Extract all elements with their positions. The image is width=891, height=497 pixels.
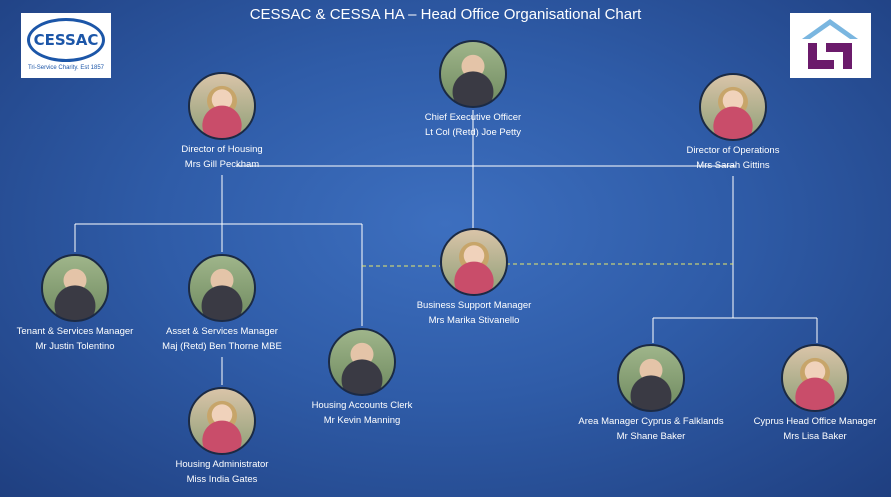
accounts-clerk-card: Housing Accounts Clerk Mr Kevin Manning bbox=[277, 328, 447, 426]
tenant-services-card: Tenant & Services Manager Mr Justin Tole… bbox=[0, 254, 160, 352]
cessac-logo: CESSAC Tri-Service Charity. Est 1857 bbox=[21, 13, 111, 78]
tenant-services-role: Tenant & Services Manager bbox=[16, 326, 134, 337]
housing-admin-card: Housing Administrator Miss India Gates bbox=[137, 387, 307, 485]
housing-admin-photo bbox=[188, 387, 256, 455]
operations-director-card: Director of Operations Mrs Sarah Gittins bbox=[648, 73, 818, 171]
ceo-card: Chief Executive Officer Lt Col (Retd) Jo… bbox=[388, 40, 558, 138]
ceo-role: Chief Executive Officer bbox=[424, 112, 522, 123]
accounts-clerk-name: Mr Kevin Manning bbox=[323, 415, 401, 426]
tenant-services-name: Mr Justin Tolentino bbox=[35, 341, 115, 352]
operations-director-name: Mrs Sarah Gittins bbox=[696, 160, 770, 171]
housing-admin-role: Housing Administrator bbox=[175, 459, 269, 470]
asset-services-photo bbox=[188, 254, 256, 322]
area-manager-name: Mr Shane Baker bbox=[616, 431, 686, 442]
house-logo-icon bbox=[790, 13, 871, 78]
business-support-name: Mrs Marika Stivanello bbox=[428, 315, 520, 326]
business-support-photo bbox=[440, 228, 508, 296]
asset-services-role: Asset & Services Manager bbox=[166, 326, 278, 337]
asset-services-card: Asset & Services Manager Maj (Retd) Ben … bbox=[137, 254, 307, 352]
cyprus-office-photo bbox=[781, 344, 849, 412]
housing-director-name: Mrs Gill Peckham bbox=[184, 159, 260, 170]
cessac-logo-text: CESSAC bbox=[27, 18, 105, 62]
area-manager-photo bbox=[617, 344, 685, 412]
accounts-clerk-photo bbox=[328, 328, 396, 396]
area-manager-card: Area Manager Cyprus & Falklands Mr Shane… bbox=[566, 344, 736, 442]
accounts-clerk-role: Housing Accounts Clerk bbox=[311, 400, 413, 411]
business-support-card: Business Support Manager Mrs Marika Stiv… bbox=[389, 228, 559, 326]
housing-director-card: Director of Housing Mrs Gill Peckham bbox=[137, 72, 307, 170]
cyprus-office-card: Cyprus Head Office Manager Mrs Lisa Bake… bbox=[730, 344, 891, 442]
cyprus-office-name: Mrs Lisa Baker bbox=[783, 431, 847, 442]
housing-admin-name: Miss India Gates bbox=[186, 474, 258, 485]
housing-director-photo bbox=[188, 72, 256, 140]
chart-title: CESSAC & CESSA HA – Head Office Organisa… bbox=[249, 6, 642, 23]
area-manager-role: Area Manager Cyprus & Falklands bbox=[578, 416, 724, 427]
business-support-role: Business Support Manager bbox=[416, 300, 532, 311]
housing-director-role: Director of Housing bbox=[181, 144, 263, 155]
tenant-services-photo bbox=[41, 254, 109, 322]
ceo-photo bbox=[439, 40, 507, 108]
cyprus-office-role: Cyprus Head Office Manager bbox=[753, 416, 877, 427]
ceo-name: Lt Col (Retd) Joe Petty bbox=[424, 127, 522, 138]
operations-director-role: Director of Operations bbox=[686, 145, 780, 156]
operations-director-photo bbox=[699, 73, 767, 141]
asset-services-name: Maj (Retd) Ben Thorne MBE bbox=[162, 341, 282, 352]
cessac-logo-tagline: Tri-Service Charity. Est 1857 bbox=[27, 65, 105, 71]
